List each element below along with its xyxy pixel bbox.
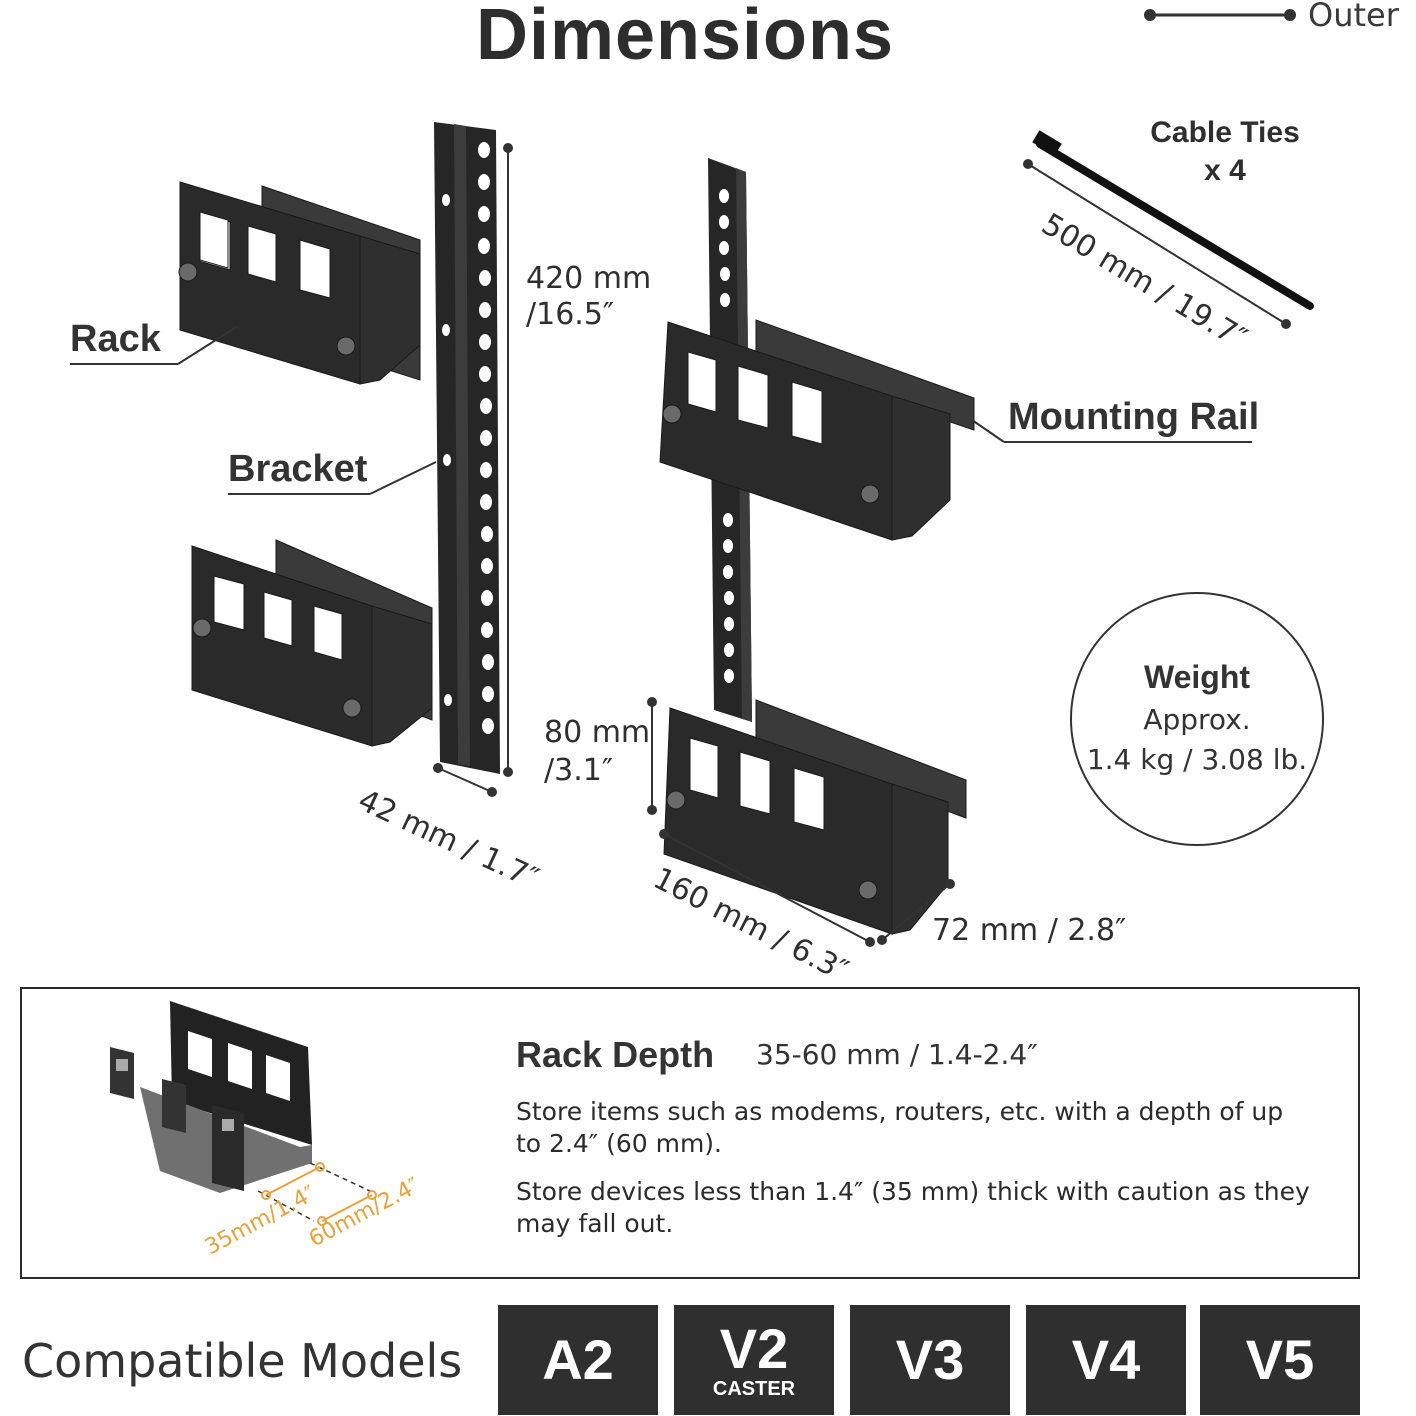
model-name: V3 — [895, 1328, 965, 1391]
page-title: Dimensions — [475, 0, 895, 75]
rail-height-mm: 420 mm — [526, 261, 652, 296]
legend-outer-line-icon — [1144, 9, 1296, 21]
model-badge-v4: V4 — [1026, 1305, 1186, 1415]
cable-ties-title: Cable Ties x 4 — [1130, 114, 1320, 190]
rack-depth-para-2: Store devices less than 1.4″ (35 mm) thi… — [516, 1177, 1310, 1238]
bracket-label: Bracket — [228, 448, 368, 490]
model-name: A2 — [542, 1328, 614, 1391]
right-upper-rack — [659, 319, 975, 541]
legend-outer-label: Outer — [1308, 0, 1399, 34]
left-lower-rack — [191, 539, 433, 747]
rack-depth-dim: 72 mm / 2.8″ — [932, 913, 1127, 948]
left-upper-rack — [178, 181, 421, 385]
model-badge-v5: V5 — [1200, 1305, 1360, 1415]
left-mounting-rail — [434, 122, 500, 774]
model-name: V4 — [1071, 1328, 1141, 1391]
model-name: V2 — [719, 1317, 789, 1380]
depth-max-label: 60mm/2.4″ — [305, 1173, 424, 1252]
model-badge-v3: V3 — [850, 1305, 1010, 1415]
compatible-models-label: Compatible Models — [22, 1334, 463, 1388]
model-badge-v2-caster: V2 CASTER — [674, 1305, 834, 1415]
weight-approx: Approx. — [1143, 702, 1251, 736]
rack-label: Rack — [70, 318, 161, 360]
weight-value: 1.4 kg / 3.08 lb. — [1086, 742, 1308, 776]
model-sub: CASTER — [712, 1378, 796, 1400]
weight-title: Weight — [1143, 658, 1251, 695]
weight-badge: Weight Approx. 1.4 kg / 3.08 lb. — [1070, 592, 1324, 846]
rack-depth-box — [20, 987, 1360, 1279]
mounting-rail-label: Mounting Rail — [1008, 396, 1260, 438]
cable-tie-icon — [1023, 130, 1314, 329]
rail-height-in: /16.5″ — [526, 297, 615, 332]
cable-ties-qty: x 4 — [1204, 154, 1246, 187]
cable-ties-name: Cable Ties — [1150, 116, 1300, 149]
rack-height-mm: 80 mm — [544, 715, 651, 750]
model-name: V5 — [1245, 1328, 1315, 1391]
model-badge-a2: A2 — [498, 1305, 658, 1415]
product-illustration — [70, 122, 1314, 947]
rack-depth-range: 35-60 mm / 1.4-2.4″ — [756, 1038, 1038, 1071]
rack-depth-illustration: 35mm/1.4″ 60mm/2.4″ — [110, 1001, 424, 1260]
rack-depth-para-1: Store items such as modems, routers, etc… — [516, 1097, 1284, 1158]
rack-depth-title: Rack Depth — [516, 1034, 715, 1075]
rack-height-in: /3.1″ — [544, 753, 614, 788]
